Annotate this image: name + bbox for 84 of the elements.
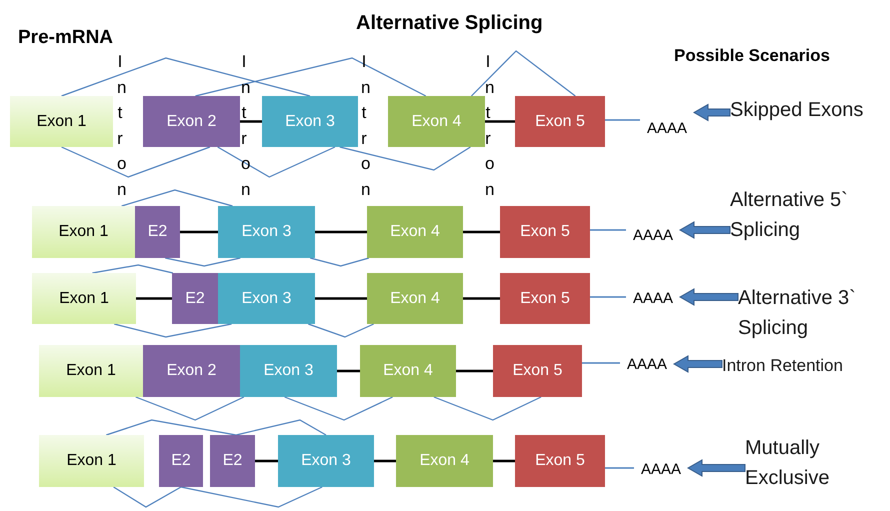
- scenario-label: Intron Retention: [722, 352, 890, 380]
- intron-line: [485, 120, 515, 123]
- exon-box: Exon 5: [500, 206, 590, 258]
- exon-box: E2: [172, 273, 218, 324]
- splice-line: [471, 50, 576, 96]
- splice-line: [114, 323, 232, 338]
- exon-box: Exon 1: [32, 206, 135, 258]
- poly-a-label: AAAA: [640, 100, 694, 140]
- intron-line: [337, 370, 360, 372]
- exon-box: Exon 3: [218, 206, 315, 258]
- block-arrow: [679, 288, 738, 306]
- exon-box: Exon 3: [262, 96, 358, 147]
- intron-label: Intron: [117, 51, 128, 200]
- poly-a-label: AAAA: [626, 284, 680, 310]
- poly-a-label: AAAA: [634, 455, 688, 481]
- exon-box: Exon 4: [367, 273, 463, 324]
- tail-line: [605, 467, 634, 469]
- intron-line: [136, 297, 172, 300]
- block-arrow: [673, 355, 722, 373]
- block-arrow: [687, 459, 746, 477]
- exon-box: Exon 4: [396, 435, 493, 487]
- exon-box: Exon 4: [367, 206, 463, 258]
- scenario-label: Mutually Exclusive: [745, 433, 857, 493]
- exon-box: Exon 2: [143, 96, 240, 147]
- splice-line: [217, 146, 336, 178]
- exon-box: Exon 3: [278, 435, 374, 487]
- tail-line: [605, 119, 640, 121]
- splice-line: [284, 396, 393, 421]
- splice-line: [236, 419, 326, 436]
- intron-line: [240, 120, 262, 123]
- splice-line: [106, 419, 236, 436]
- intron-line: [463, 230, 500, 234]
- exon-box: Exon 5: [515, 96, 605, 147]
- splice-line: [165, 257, 240, 267]
- exon-box: E2: [159, 435, 203, 487]
- intron-line: [493, 460, 515, 462]
- splice-line: [113, 486, 182, 508]
- tail-line: [590, 296, 626, 298]
- tail-line: [582, 362, 620, 364]
- splice-line: [121, 189, 233, 207]
- intron-line: [456, 370, 493, 372]
- exon-box: Exon 5: [515, 435, 605, 487]
- splice-line: [340, 146, 471, 171]
- intron-label: Intron: [485, 51, 496, 200]
- exon-box: Exon 3: [218, 273, 315, 324]
- scenario-label: Alternative 5` Splicing: [730, 183, 880, 247]
- block-arrow: [693, 104, 730, 122]
- tail-line: [590, 229, 626, 231]
- section-heading: Possible Scenarios: [674, 45, 830, 67]
- exon-box: E2: [210, 435, 255, 487]
- exon-box: Exon 1: [10, 96, 113, 147]
- block-arrow: [679, 221, 730, 239]
- intron-line: [255, 460, 278, 462]
- scenario-label: Skipped Exons: [730, 95, 890, 125]
- exon-box: Exon 1: [39, 435, 144, 487]
- poly-a-label: AAAA: [620, 350, 674, 376]
- exon-box: Exon 3: [240, 345, 337, 397]
- splice-line: [61, 146, 210, 178]
- intron-line: [374, 460, 396, 462]
- intron-label: Intron: [361, 51, 372, 200]
- section-heading: Pre-mRNA: [18, 26, 114, 50]
- intron-line: [315, 297, 367, 300]
- title: Alternative Splicing: [356, 11, 543, 36]
- splice-line: [308, 323, 374, 338]
- intron-line: [463, 297, 500, 300]
- exon-box: Exon 1: [39, 345, 143, 397]
- splice-line: [434, 396, 542, 421]
- splice-line: [310, 257, 370, 267]
- splice-line: [180, 486, 322, 508]
- exon-box: Exon 5: [493, 345, 582, 397]
- intron-line: [315, 230, 367, 234]
- splice-line: [61, 57, 310, 97]
- exon-box: E2: [135, 206, 180, 258]
- intron-line: [180, 230, 218, 234]
- exon-box: Exon 4: [360, 345, 456, 397]
- splice-line: [195, 57, 426, 97]
- splice-line: [92, 264, 174, 274]
- exon-box: Exon 2: [143, 345, 240, 397]
- exon-box: Exon 4: [388, 96, 485, 147]
- poly-a-label: AAAA: [626, 213, 680, 247]
- exon-box: Exon 1: [32, 273, 136, 324]
- splice-line: [136, 396, 244, 421]
- exon-box: Exon 5: [500, 273, 590, 324]
- scenario-label: Alternative 3` Splicing: [738, 281, 888, 345]
